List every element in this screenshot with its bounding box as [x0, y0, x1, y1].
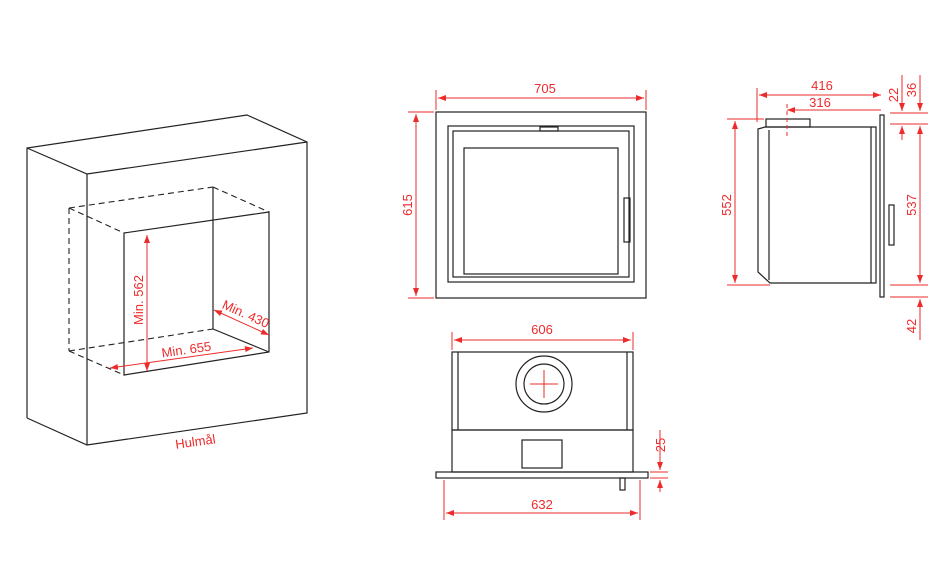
caption-hulmal: Hulmål: [174, 431, 216, 451]
dim-width-label: Min. 655: [161, 339, 212, 361]
dim-side-depth: 416: [811, 78, 833, 93]
front-view: 705 615: [400, 81, 647, 299]
iso-view: Min. 562 Min. 655 Min. 430 Hulmål: [26, 114, 308, 452]
dim-side-inner-height: 537: [904, 194, 919, 216]
dim-side-inner-depth: 316: [809, 95, 831, 110]
dim-offset-36: 36: [904, 83, 919, 97]
dim-depth-line: [213, 309, 270, 336]
dim-depth-label: Min. 430: [220, 297, 272, 331]
dim-front-width: 705: [534, 81, 556, 96]
dim-offset-22: 22: [886, 88, 901, 102]
dim-top-width: 606: [531, 322, 553, 337]
dim-height-label: Min. 562: [131, 275, 146, 325]
dim-side-height: 552: [719, 194, 734, 216]
dim-flange: 25: [653, 438, 668, 452]
dim-front-height: 615: [400, 194, 415, 216]
top-view: 606 632 25: [435, 322, 668, 520]
dim-offset-42: 42: [904, 319, 919, 333]
dim-bottom-width: 632: [531, 497, 553, 512]
side-view: 416 316 552 537 22 36 42: [719, 75, 928, 340]
dim-width-line: [109, 346, 254, 370]
